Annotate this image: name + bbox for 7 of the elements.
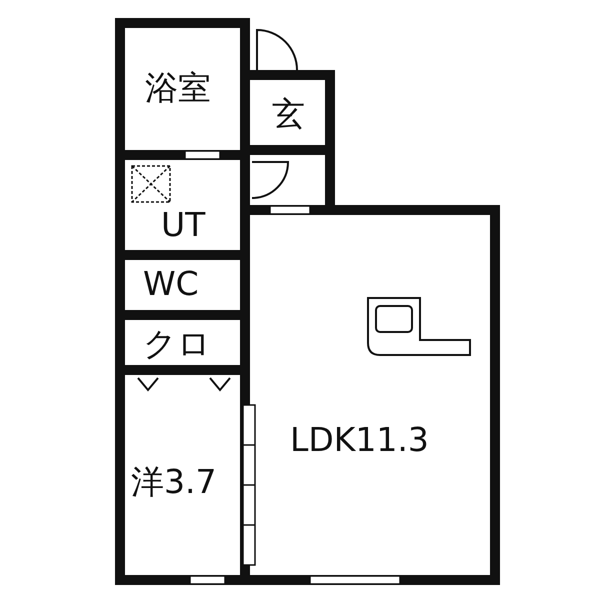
room-label: 浴室 — [145, 67, 211, 109]
room-label: WC — [143, 264, 199, 303]
room-label: 洋3.7 — [131, 461, 216, 503]
room-label: UT — [161, 205, 206, 244]
room-label: 玄 — [272, 93, 305, 135]
room-label: LDK11.3 — [290, 420, 429, 459]
room-label: クロ — [143, 323, 211, 365]
